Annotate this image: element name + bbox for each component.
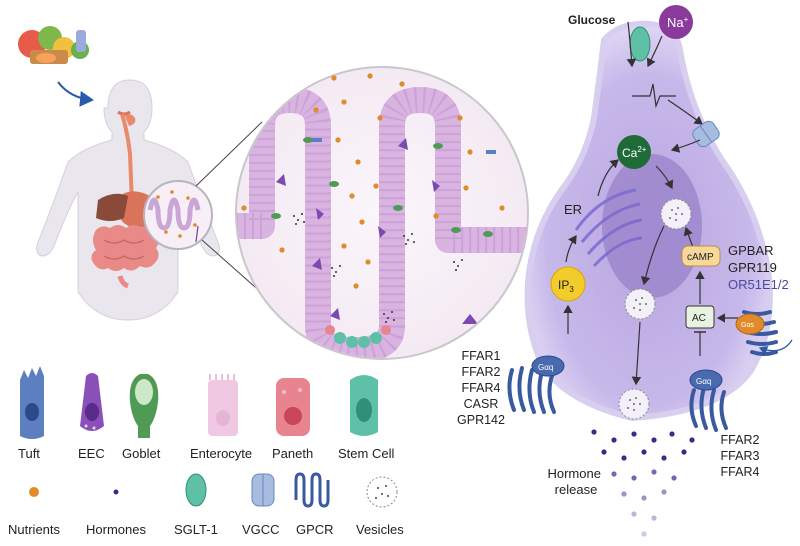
receptor-gpr119: GPR119: [728, 260, 777, 275]
legend-label-gpcr: GPCR: [296, 522, 334, 537]
cell-type-label-stem-cell: Stem Cell: [338, 446, 395, 461]
cell-type-label-tuft: Tuft: [18, 446, 40, 461]
ac-label: AC: [692, 313, 706, 324]
goblet-cell-icon: [129, 374, 159, 438]
zoom-line-top: [195, 121, 263, 187]
receptor-ffar4-b: FFAR4: [720, 465, 760, 479]
receptor-gpbar: GPBAR: [728, 243, 774, 258]
receptor-list-right-top: GPBAR GPR119 OR51E1/2: [728, 242, 789, 293]
ingestion-arrow: [57, 81, 94, 107]
receptor-ffar2: FFAR2: [461, 365, 501, 379]
magnifier-small: [143, 180, 213, 250]
sglt1-transporter-icon: [629, 26, 651, 62]
camp-label: cAMP: [687, 252, 714, 263]
hormone-release-dots: [591, 429, 695, 537]
receptor-ffar1: FFAR1: [461, 349, 501, 363]
calcium-ion-icon: [617, 135, 651, 169]
depolarization-trace: [632, 83, 676, 109]
nutrient-dot-icon: [29, 487, 39, 497]
food-icon: [18, 26, 89, 64]
receptor-gpr142: GPR142: [457, 413, 505, 427]
ip3-icon: [550, 266, 586, 302]
enterocyte-cell-icon: [208, 374, 238, 436]
vgcc-legend-icon: [251, 473, 275, 507]
eec-cell-large: [524, 20, 773, 422]
sodium-label: Na+: [667, 15, 689, 30]
sodium-ion-icon: [659, 5, 693, 39]
receptor-list-right-bottom: FFAR2 FFAR3 FFAR4: [716, 432, 764, 480]
human-body-icon: [36, 79, 220, 321]
calcium-label: Ca2+: [622, 145, 647, 160]
hormone-release-label: Hormone release: [547, 466, 604, 497]
eec-cell-icon: [80, 373, 104, 431]
gpcr-legend-icon: [294, 472, 330, 508]
gas-label: Gαs: [741, 322, 754, 329]
gpcr-left-icon: [507, 355, 565, 414]
cell-type-label-enterocyte: Enterocyte: [190, 446, 253, 461]
gaq-left-label: Gαq: [538, 363, 553, 372]
gpcr-right-top-icon: [735, 310, 778, 356]
ip3-label: IP3: [558, 278, 574, 294]
hormone-dot-icon: [113, 489, 119, 495]
legend-label-vesicles: Vesicles: [356, 522, 404, 537]
camp-box: [681, 245, 721, 267]
tuft-cell-icon: [20, 366, 44, 439]
glucose-label: Glucose: [568, 13, 616, 27]
adenylyl-cyclase-box: [685, 305, 715, 329]
paneth-cell-icon: [276, 378, 310, 436]
legend-label-hormones: Hormones: [86, 522, 146, 537]
receptor-casr: CASR: [463, 397, 499, 411]
cell-type-label-eec: EEC: [78, 446, 105, 461]
intestinal-epithelium-zoom: [235, 66, 529, 360]
receptor-ffar4: FFAR4: [461, 381, 501, 395]
receptor-ffar2-b: FFAR2: [720, 433, 760, 447]
gaq-right-label: Gαq: [696, 377, 711, 386]
receptor-list-left: FFAR1 FFAR2 FFAR4 CASR GPR142: [452, 348, 510, 428]
legend-label-sglt1: SGLT-1: [174, 522, 218, 537]
cell-type-label-paneth: Paneth: [272, 446, 314, 461]
receptor-ffar3: FFAR3: [720, 449, 760, 463]
gpcr-right-bottom-icon: [689, 369, 728, 432]
receptor-or51e1-2: OR51E1/2: [728, 277, 789, 292]
stem-cell-icon: [350, 375, 378, 436]
sglt1-legend-icon: [185, 473, 207, 507]
vesicle-legend-icon: [366, 476, 398, 508]
legend-label-vgcc: VGCC: [242, 522, 280, 537]
cell-type-label-goblet: Goblet: [122, 446, 161, 461]
er-label: ER: [564, 202, 582, 217]
legend-label-nutrients: Nutrients: [8, 522, 61, 537]
